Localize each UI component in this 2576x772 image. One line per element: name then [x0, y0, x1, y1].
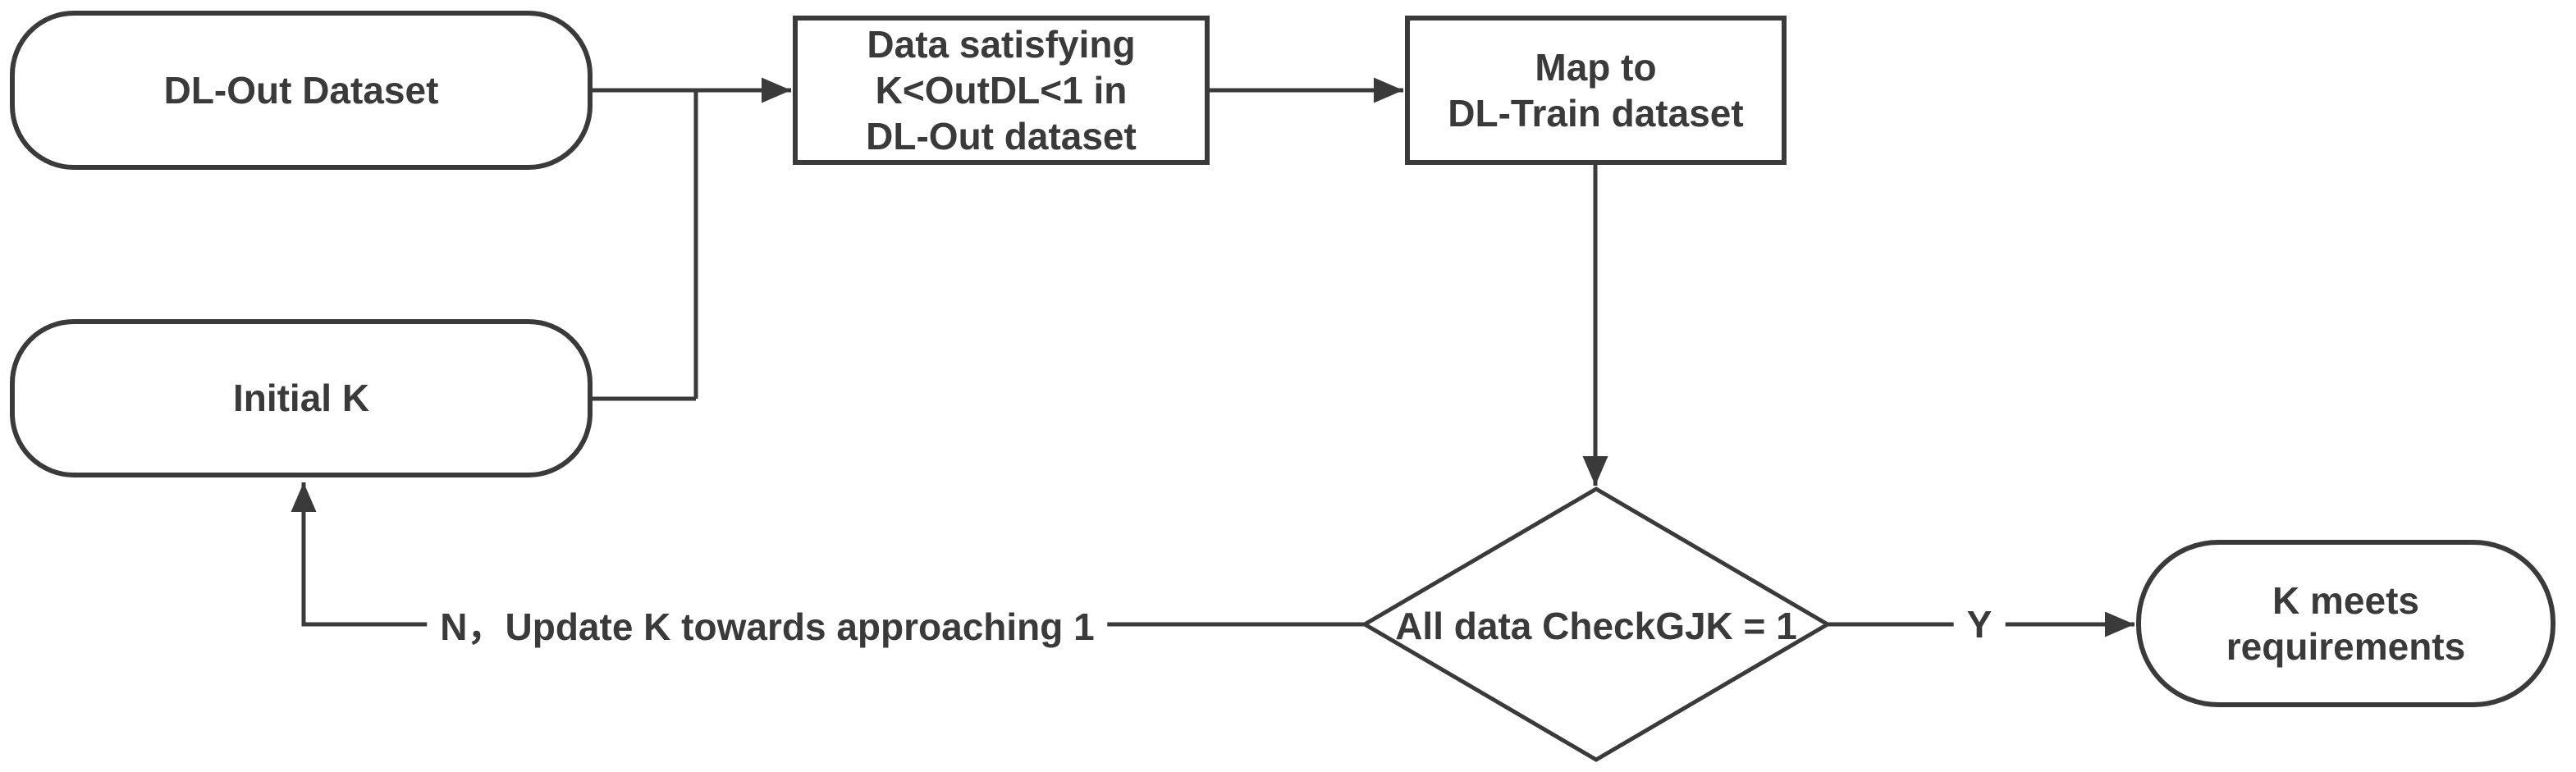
edge-label-no-update-k: N，Update K towards approaching 1 [427, 597, 1108, 651]
node-filter-condition: Data satisfying K<OutDL<1 in DL-Out data… [793, 16, 1210, 165]
node-k-meets-requirements: K meets requirements [2136, 540, 2555, 707]
node-map-to-dl-train: Map to DL-Train dataset [1405, 16, 1787, 165]
edge-label-yes: Y [1953, 602, 2006, 646]
node-dl-out-dataset: DL-Out Dataset [10, 11, 593, 170]
node-initial-k: Initial K [10, 319, 593, 477]
node-decision-checkgjk-label: All data CheckGJK = 1 [1395, 604, 1797, 647]
decision-diamond-shape [1361, 486, 1832, 762]
